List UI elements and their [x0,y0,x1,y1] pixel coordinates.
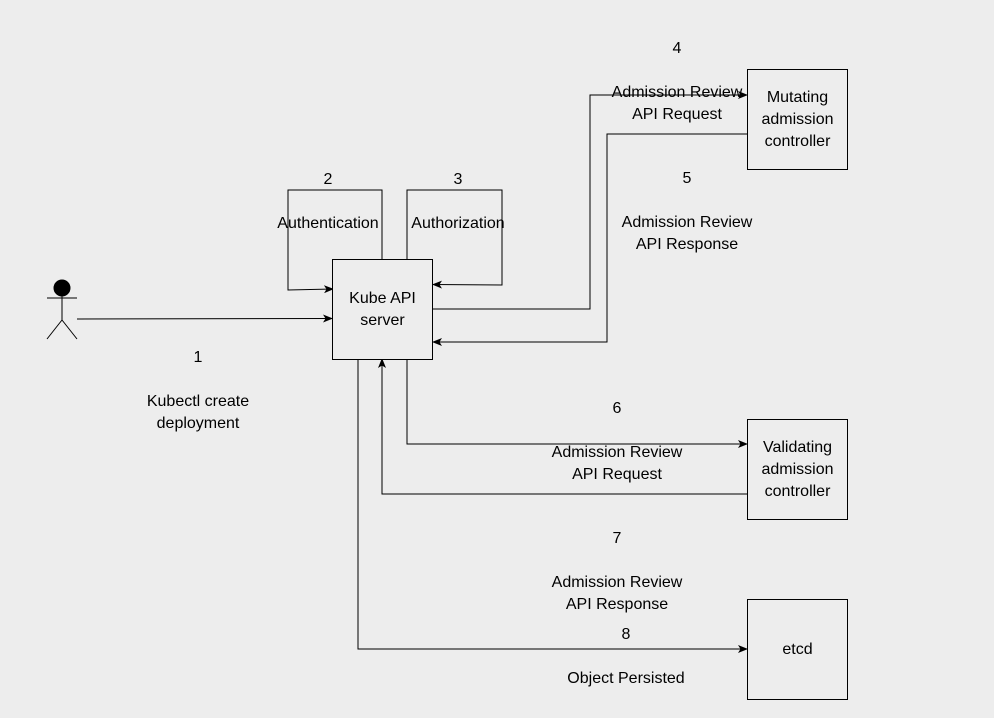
edge-mutating-response [432,133,747,346]
step-6-text: Admission Review API Request [551,444,683,483]
user-actor-icon [46,279,78,340]
edge-mutating-request [433,91,748,310]
mutating-controller-node: Mutating admission controller [747,69,848,170]
kube-api-server-label: Kube API server [349,289,416,329]
step-8-text: Object Persisted [567,670,685,687]
etcd-label: etcd [782,640,813,658]
step-7-text: Admission Review API Response [551,574,683,613]
edge-validating-request [406,359,748,448]
step-2-label: 2 Authentication [277,147,378,257]
edge-authentication-loop [287,189,383,294]
step-6-number: 6 [612,400,622,417]
step-4-text: Admission Review API Request [611,84,743,123]
step-6-label: 6 Admission Review API Request [552,376,683,508]
step-3-label: 3 Authorization [411,147,504,257]
step-8-label: 8 Object Persisted [567,602,684,712]
kube-api-server-node: Kube API server [332,259,433,360]
step-1-label: 1 Kubectl create deployment [147,325,249,457]
step-7-number: 7 [612,530,622,547]
step-4-label: 4 Admission Review API Request [612,16,743,148]
step-1-text: Kubectl create deployment [146,393,250,432]
step-2-text: Authentication [277,215,379,232]
step-5-label: 5 Admission Review API Response [622,146,753,278]
step-5-number: 5 [682,170,692,187]
step-4-number: 4 [672,40,682,57]
step-7-label: 7 Admission Review API Response [552,506,683,638]
step-2-number: 2 [323,171,333,188]
step-3-text: Authorization [411,215,505,232]
step-1-number: 1 [193,349,203,366]
edge-authorization-loop [406,189,503,289]
step-5-text: Admission Review API Response [621,214,753,253]
step-8-number: 8 [621,626,631,643]
validating-controller-label: Validating admission controller [761,438,834,500]
validating-controller-node: Validating admission controller [747,419,848,520]
edge-validating-response [378,358,747,495]
edge-kubectl-create [76,314,333,323]
mutating-controller-label: Mutating admission controller [761,88,834,150]
etcd-node: etcd [747,599,848,700]
edge-object-persisted [357,359,748,653]
step-3-number: 3 [453,171,463,188]
